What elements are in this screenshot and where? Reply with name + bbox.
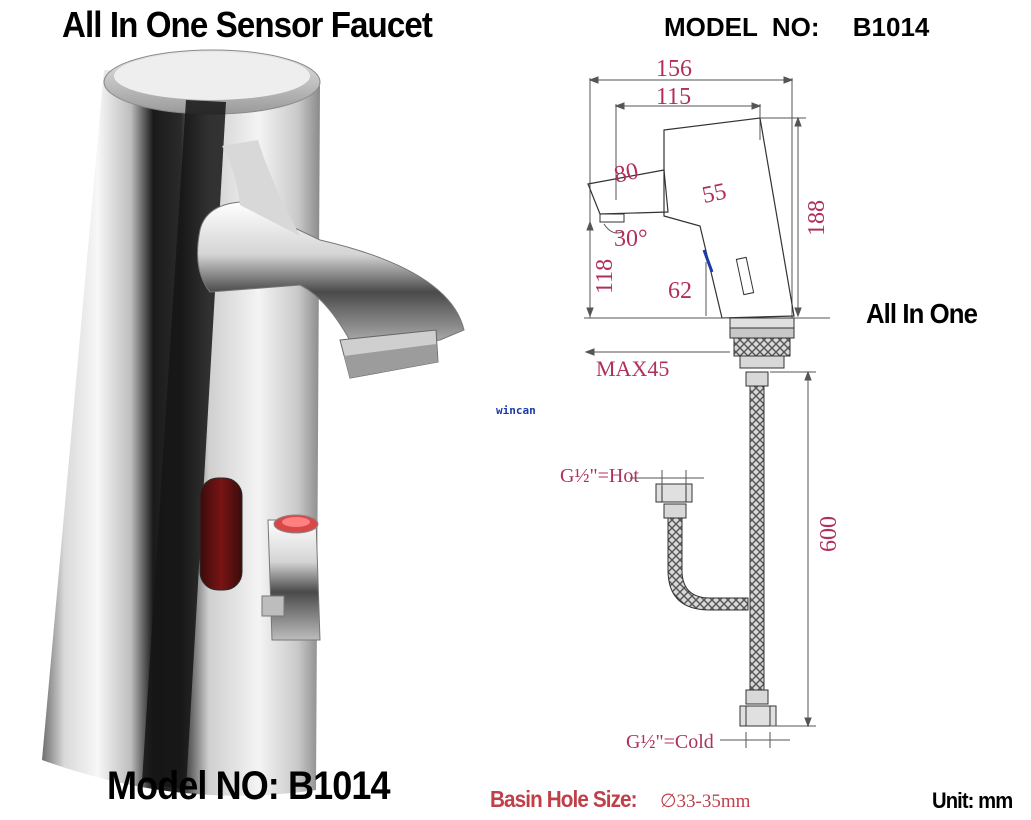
dim-cold: G½"=Cold: [626, 731, 714, 753]
model-label: MODEL NO:: [664, 12, 820, 42]
drawing-spout: [587, 169, 669, 215]
dim-55: 55: [700, 179, 729, 209]
dim-156: 156: [656, 56, 692, 82]
aerator: [339, 329, 439, 379]
basin-hole-value: ∅33-35mm: [660, 791, 751, 812]
model-number: B1014: [852, 12, 930, 42]
hose-hot: [667, 515, 749, 611]
model-number-header: MODEL NO: B1014: [664, 12, 929, 43]
dim-30deg: 30°: [614, 226, 648, 252]
hoses: [655, 371, 777, 727]
hose-cold: [749, 385, 765, 691]
dim-hot: G½"=Hot: [560, 465, 639, 487]
technical-drawing: [584, 76, 830, 748]
dim-max45: MAX45: [596, 356, 669, 381]
page-title: All In One Sensor Faucet: [62, 4, 433, 45]
variant-label: All In One: [866, 298, 978, 329]
dim-600: 600: [816, 516, 842, 552]
dim-118: 118: [592, 259, 618, 294]
model-footer: Model NO: B1014: [107, 764, 390, 808]
dimension-labels: 156 115 80 55 188 30° 118 62 MAX45 G½"=H…: [560, 56, 842, 753]
dim-80: 80: [612, 158, 641, 188]
dim-188: 188: [804, 200, 830, 236]
faucet-photo: [42, 49, 465, 796]
mounting-nut: [729, 317, 795, 369]
watermark: wincan: [496, 404, 536, 417]
basin-hole-label: Basin Hole Size:: [490, 786, 638, 812]
unit-label: Unit: mm: [932, 788, 1013, 813]
sensor-window: [199, 477, 243, 591]
faucet-spout: [197, 201, 465, 353]
temperature-knob: [261, 514, 321, 641]
dim-115: 115: [656, 84, 691, 110]
dim-62: 62: [668, 278, 692, 304]
